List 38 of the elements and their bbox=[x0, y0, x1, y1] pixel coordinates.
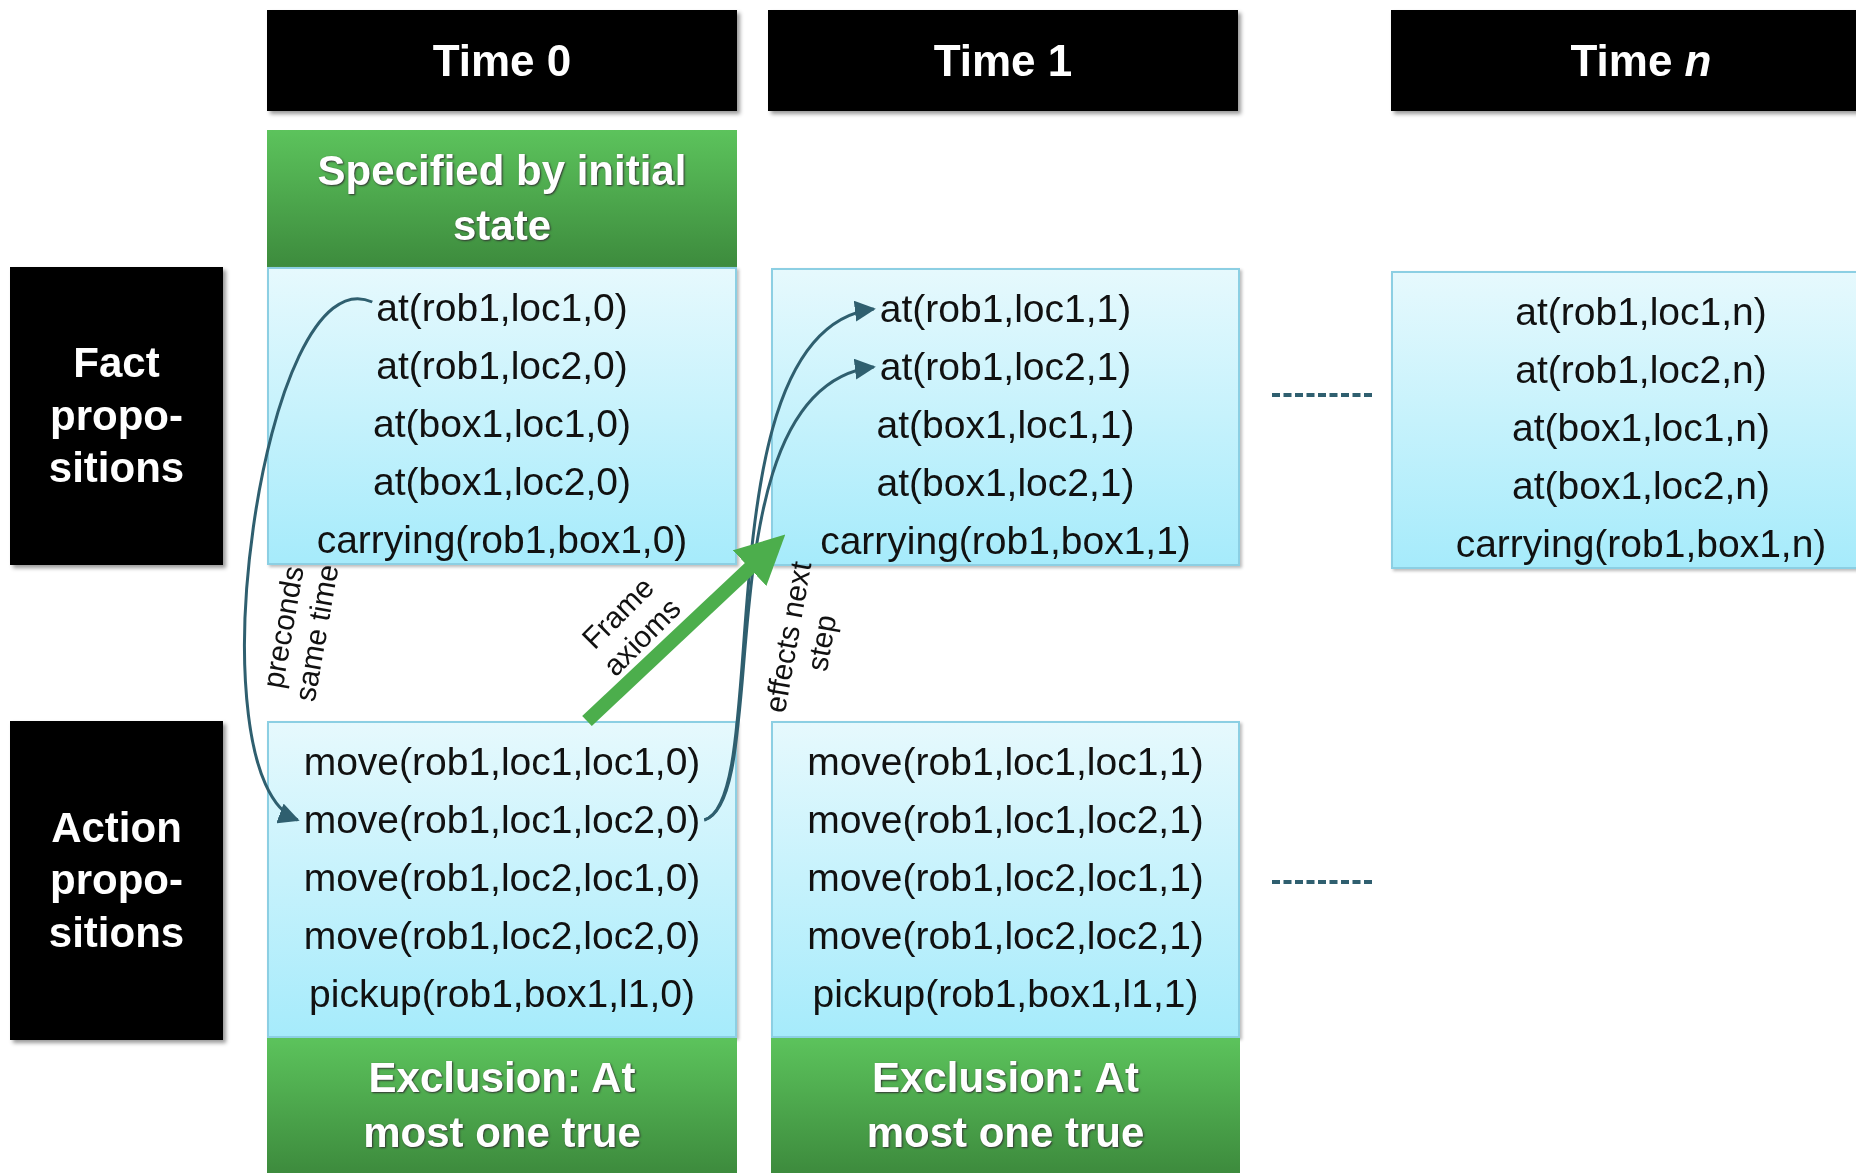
proposition-text: move(rob1,loc2,loc2,1) bbox=[807, 907, 1204, 965]
proposition-text: at(box1,loc1,0) bbox=[373, 395, 631, 453]
proposition-text: move(rob1,loc2,loc1,0) bbox=[303, 849, 701, 907]
proposition-text: move(rob1,loc1,loc2,0) bbox=[303, 791, 701, 849]
proposition-text: at(box1,loc1,n) bbox=[1512, 399, 1770, 457]
column-header: Time 0 bbox=[267, 10, 737, 111]
proposition-text: carrying(rob1,box1,1) bbox=[820, 512, 1191, 570]
exclusion-banner: Exclusion: At most one true bbox=[267, 1038, 737, 1173]
proposition-text: at(box1,loc2,1) bbox=[876, 454, 1135, 512]
edge-label: preconds same time bbox=[254, 561, 346, 706]
curved-arrow bbox=[243, 299, 373, 822]
proposition-text: move(rob1,loc1,loc1,0) bbox=[303, 733, 701, 791]
proposition-text: at(box1,loc2,n) bbox=[1512, 457, 1770, 515]
exclusion-banner: Exclusion: At most one true bbox=[771, 1038, 1240, 1173]
column-header: Time 1 bbox=[768, 10, 1238, 111]
proposition-text: at(box1,loc2,0) bbox=[373, 453, 631, 511]
proposition-text: move(rob1,loc2,loc2,0) bbox=[303, 907, 701, 965]
proposition-text: at(rob1,loc1,1) bbox=[879, 280, 1132, 338]
proposition-text: move(rob1,loc1,loc2,1) bbox=[807, 791, 1204, 849]
row-header: Action propo- sitions bbox=[10, 721, 223, 1040]
proposition-text: pickup(rob1,box1,l1,1) bbox=[812, 965, 1199, 1023]
proposition-text: pickup(rob1,box1,l1,0) bbox=[309, 965, 695, 1023]
note-banner: Specified by initial state bbox=[267, 130, 737, 267]
proposition-text: move(rob1,loc2,loc1,1) bbox=[807, 849, 1204, 907]
column-header: Time n bbox=[1391, 10, 1856, 111]
proposition-box bbox=[771, 721, 1240, 1038]
proposition-text: at(rob1,loc1,0) bbox=[376, 279, 628, 337]
proposition-box bbox=[1391, 271, 1856, 569]
proposition-box bbox=[267, 721, 737, 1038]
proposition-text: at(rob1,loc1,n) bbox=[1515, 283, 1767, 341]
row-header: Fact propo- sitions bbox=[10, 267, 223, 565]
proposition-text: at(rob1,loc2,1) bbox=[879, 338, 1132, 396]
proposition-box bbox=[267, 267, 737, 565]
proposition-text: carrying(rob1,box1,n) bbox=[1455, 515, 1827, 573]
proposition-text: move(rob1,loc1,loc1,1) bbox=[807, 733, 1204, 791]
proposition-text: at(box1,loc1,1) bbox=[876, 396, 1135, 454]
proposition-text: at(rob1,loc2,n) bbox=[1515, 341, 1767, 399]
proposition-text: at(rob1,loc2,0) bbox=[376, 337, 628, 395]
